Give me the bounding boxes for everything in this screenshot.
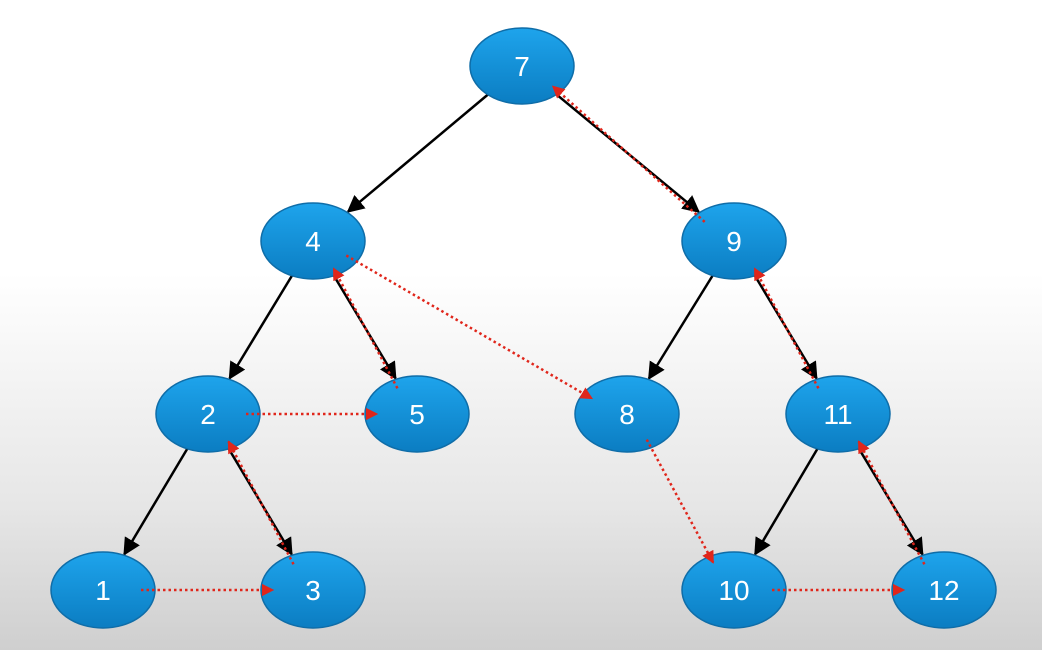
node-ellipse bbox=[155, 375, 261, 453]
node-label: 9 bbox=[726, 226, 742, 257]
node-ellipse bbox=[469, 27, 575, 105]
traversal-arrow-8-10 bbox=[645, 439, 715, 564]
tree-edge-9-11 bbox=[753, 275, 818, 380]
node-label: 11 bbox=[823, 399, 852, 430]
tree-node-2: 2 bbox=[155, 375, 261, 453]
tree-edge-7-9 bbox=[555, 93, 701, 214]
tree-edge-11-12 bbox=[857, 448, 924, 556]
node-label: 5 bbox=[409, 399, 425, 430]
tree-node-12: 12 bbox=[891, 551, 997, 629]
node-ellipse bbox=[574, 375, 680, 453]
traversal-arrow-11-9 bbox=[753, 267, 820, 389]
traversal-arrow-4-8 bbox=[345, 254, 594, 400]
tree-node-4: 4 bbox=[260, 202, 366, 280]
traversal-arrows bbox=[141, 85, 926, 597]
tree-edge-4-2 bbox=[228, 275, 293, 380]
traversal-arrow-3-2 bbox=[227, 440, 295, 565]
traversal-arrow-12-11 bbox=[857, 440, 926, 565]
tree-node-10: 10 bbox=[681, 551, 787, 629]
node-ellipse bbox=[681, 551, 787, 629]
tree-node-3: 3 bbox=[260, 551, 366, 629]
tree-edge-9-8 bbox=[647, 274, 714, 381]
tree-node-9: 9 bbox=[681, 202, 787, 280]
node-label: 10 bbox=[718, 575, 749, 606]
node-ellipse bbox=[785, 375, 891, 453]
tree-node-11: 11 bbox=[785, 375, 891, 453]
node-ellipse bbox=[681, 202, 787, 280]
node-label: 8 bbox=[619, 399, 635, 430]
tree-edge-2-1 bbox=[123, 448, 189, 556]
tree-edge-2-3 bbox=[227, 448, 293, 556]
node-label: 4 bbox=[305, 226, 321, 257]
traversal-arrow-9-7 bbox=[551, 85, 706, 223]
node-label: 2 bbox=[200, 399, 216, 430]
node-ellipse bbox=[364, 375, 470, 453]
tree-node-7: 7 bbox=[469, 27, 575, 105]
node-ellipse bbox=[260, 551, 366, 629]
tree-edge-4-5 bbox=[332, 275, 397, 380]
tree-edge-11-10 bbox=[754, 448, 819, 556]
tree-edge-7-4 bbox=[346, 93, 489, 213]
node-ellipse bbox=[260, 202, 366, 280]
node-ellipse bbox=[50, 551, 156, 629]
node-label: 3 bbox=[305, 575, 321, 606]
tree-node-8: 8 bbox=[574, 375, 680, 453]
traversal-arrow-5-4 bbox=[332, 267, 399, 389]
node-label: 12 bbox=[928, 575, 959, 606]
node-label: 1 bbox=[95, 575, 111, 606]
tree-edges bbox=[123, 93, 924, 556]
node-label: 7 bbox=[514, 51, 530, 82]
tree-node-1: 1 bbox=[50, 551, 156, 629]
tree-node-5: 5 bbox=[364, 375, 470, 453]
node-ellipse bbox=[891, 551, 997, 629]
